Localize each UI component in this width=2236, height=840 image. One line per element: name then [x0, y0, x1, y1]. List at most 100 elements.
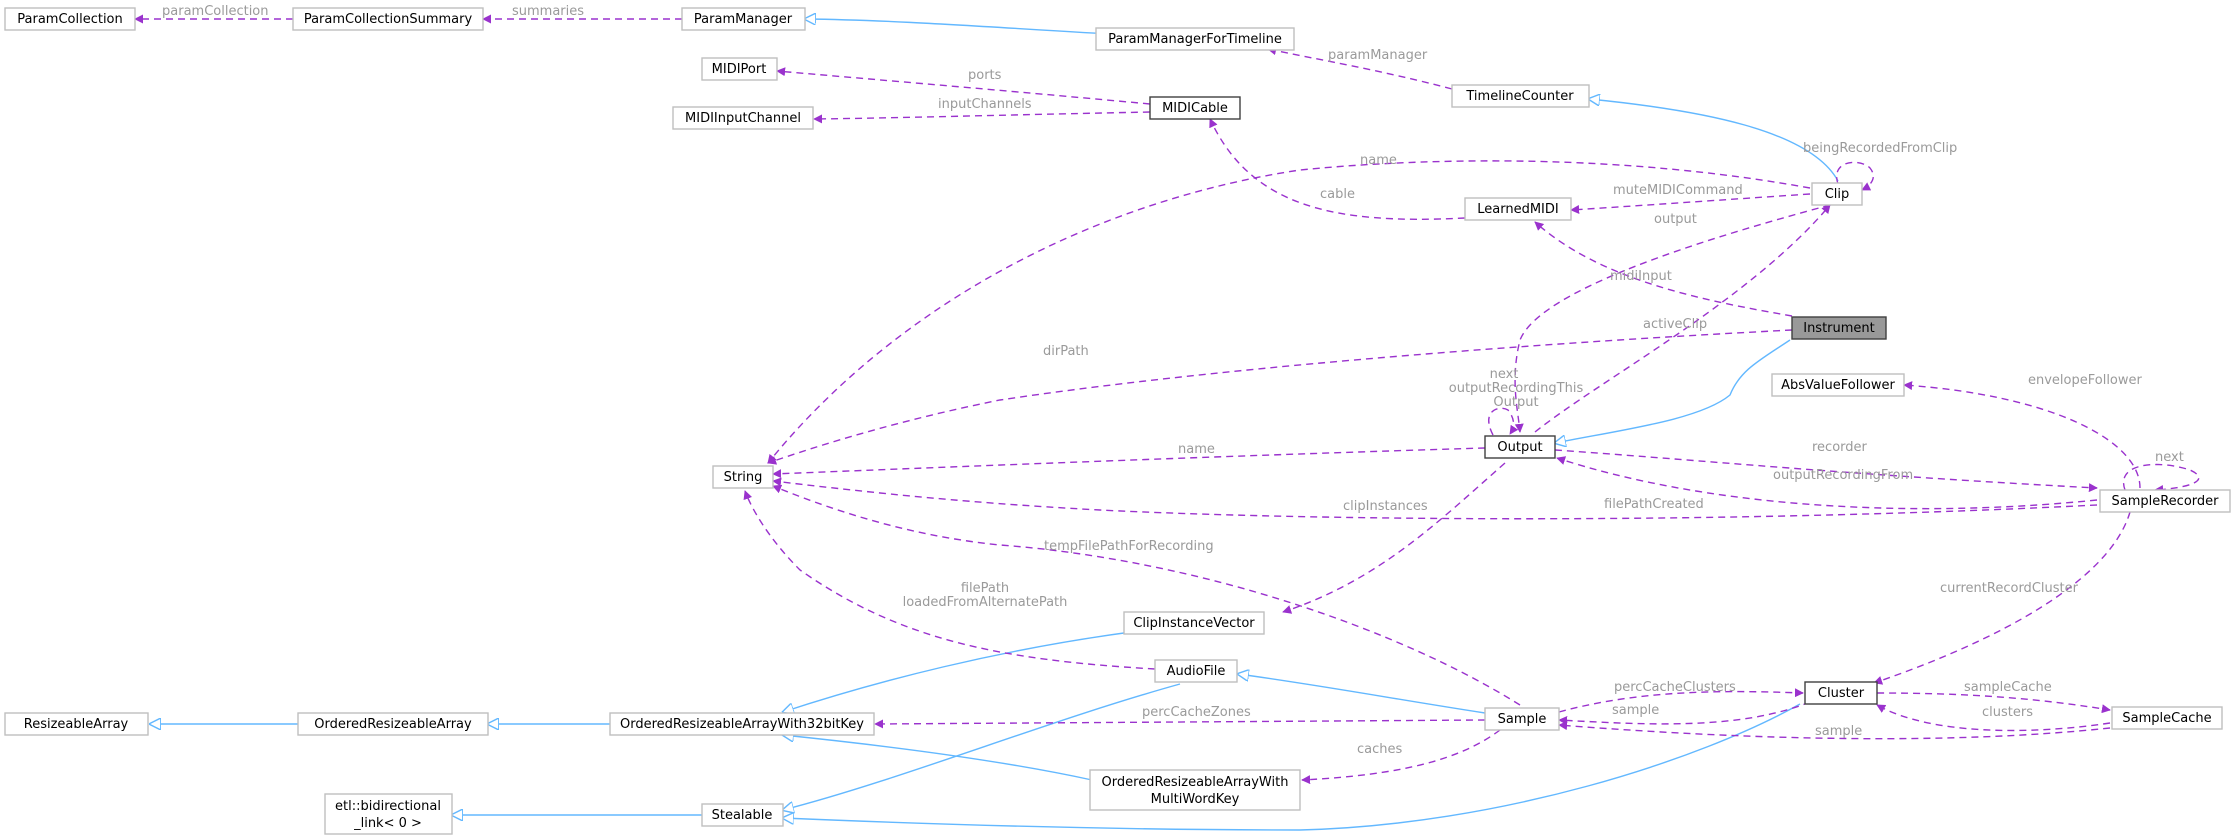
node-instrument[interactable]: Instrument [1791, 316, 1887, 340]
edge-ports [776, 67, 1151, 105]
edge-label-clusters: clusters [1982, 705, 2033, 720]
edge-label-inputchannels: inputChannels [938, 97, 1032, 112]
edge-label-output-self: Output [1493, 395, 1538, 410]
edge-parammanager [1267, 46, 1453, 90]
node-audiofile[interactable]: AudioFile [1154, 659, 1238, 683]
edge-cable [1209, 118, 1466, 220]
edge-label-midiinput: midiInput [1610, 269, 1672, 284]
node-label: OrderedResizeableArrayWith32bitKey [620, 717, 864, 732]
edge-label-clip-name: name [1360, 153, 1397, 168]
node-learnedmidi[interactable]: LearnedMIDI [1464, 197, 1572, 221]
node-samplecache[interactable]: SampleCache [2111, 706, 2223, 730]
edge-label-tempfilepathforrecording: tempFilePathForRecording [1044, 539, 1214, 554]
edge-cluster-stealable [783, 703, 1801, 831]
edge-label-samplerecorder-next: next [2155, 450, 2184, 465]
node-resizeablearray[interactable]: ResizeableArray [4, 712, 149, 736]
node-label: MIDICable [1162, 101, 1228, 116]
edge-outputrecordingfrom [1556, 456, 2098, 510]
node-label: ClipInstanceVector [1133, 616, 1255, 631]
edge-label-envelopefollower: envelopeFollower [2028, 373, 2143, 388]
edge-label-dirpath: dirPath [1043, 344, 1089, 359]
edge-parammanagerfortimeline-parammanager [805, 19, 1129, 36]
node-label: OrderedResizeableArray [314, 717, 472, 732]
node-label-line-2: _link< 0 > [353, 816, 422, 831]
node-sample[interactable]: Sample [1484, 707, 1560, 731]
edge-label-recorder: recorder [1812, 440, 1868, 455]
node-paramcollection[interactable]: ParamCollection [4, 7, 136, 31]
edge-label-perccachezones: percCacheZones [1142, 705, 1251, 720]
edge-label-currentrecordcluster: currentRecordCluster [1940, 581, 2079, 596]
edge-samplecache-sample [1558, 721, 2111, 740]
edge-label-outputrecordingfrom: outputRecordingFrom [1773, 468, 1913, 483]
node-clipinstancevector[interactable]: ClipInstanceVector [1123, 611, 1265, 635]
node-label: Instrument [1803, 321, 1875, 336]
edge-label-output-name: name [1178, 442, 1215, 457]
edge-activeclip [1534, 204, 1831, 433]
node-label-line-2: MultiWordKey [1151, 792, 1240, 807]
edge-label-samplecache: sampleCache [1964, 680, 2052, 695]
edge-label-loadedfromalternatepath: loadedFromAlternatePath [903, 595, 1068, 610]
edge-clip-self [1835, 161, 1874, 191]
node-midicable[interactable]: MIDICable [1149, 96, 1241, 120]
node-label: SampleRecorder [2111, 494, 2219, 509]
node-paramcollectionsummary[interactable]: ParamCollectionSummary [292, 7, 484, 31]
edge-output-name [772, 447, 1486, 479]
edge-clip-name [767, 160, 1811, 464]
node-output[interactable]: Output [1484, 435, 1556, 459]
node-timelinecounter[interactable]: TimelineCounter [1451, 84, 1590, 108]
edge-label-parammanager: paramManager [1328, 48, 1428, 63]
node-parammanager[interactable]: ParamManager [681, 7, 806, 31]
node-samplerecorder[interactable]: SampleRecorder [2099, 489, 2231, 513]
edge-tempfilepathforrecording [772, 484, 1521, 706]
edge-output-self [1488, 407, 1519, 436]
node-label: Cluster [1818, 686, 1865, 701]
node-parammanagerfortimeline[interactable]: ParamManagerForTimeline [1095, 27, 1295, 51]
edge-clipinstancevector-32bitkey [783, 632, 1125, 712]
node-label: ParamManager [694, 12, 793, 27]
node-absvaluefollower[interactable]: AbsValueFollower [1771, 373, 1905, 397]
node-label: TimelineCounter [1465, 89, 1574, 104]
edge-currentrecordcluster [1873, 511, 2131, 685]
edge-label-perccacheclusters: percCacheClusters [1614, 680, 1736, 695]
node-stealable[interactable]: Stealable [701, 803, 784, 827]
edge-mutemidicommand [1570, 193, 1811, 214]
edge-label-clipinstances: clipInstances [1343, 499, 1428, 514]
edge-samplerecorder-self [2122, 463, 2200, 495]
edge-label-caches: caches [1357, 742, 1402, 757]
edge-label-ports: ports [968, 68, 1002, 83]
edge-label-paramcollection: paramCollection [162, 4, 269, 19]
edge-recorder [1554, 449, 2098, 493]
node-label: ParamCollection [17, 12, 123, 27]
edge-label-activeclip: activeClip [1643, 317, 1707, 332]
node-string[interactable]: String [712, 465, 774, 489]
edge-sample-audiofile [1238, 674, 1486, 714]
edge-label-filepath: filePath [961, 581, 1009, 596]
edge-label-cable: cable [1320, 187, 1355, 202]
edge-clusters [1876, 704, 2111, 732]
edge-label-output-next: next [1490, 367, 1519, 382]
node-label: AbsValueFollower [1781, 378, 1895, 393]
edge-caches [1301, 729, 1501, 785]
node-orderedresizeablearraywith32bitkey[interactable]: OrderedResizeableArrayWith32bitKey [609, 712, 875, 736]
edge-audiofile-stealable [783, 683, 1181, 810]
edge-label-outputrecordingthis: outputRecordingThis [1449, 381, 1584, 396]
edge-label-samplecache-sample: sample [1815, 724, 1862, 739]
node-midiinputchannel[interactable]: MIDIInputChannel [672, 106, 814, 130]
node-etl-bidirectional-link[interactable]: etl::bidirectional _link< 0 > [324, 793, 453, 835]
node-clip[interactable]: Clip [1811, 182, 1863, 206]
node-cluster[interactable]: Cluster [1804, 681, 1878, 705]
edge-filepath [743, 490, 1156, 670]
node-midiport[interactable]: MIDIPort [701, 57, 778, 81]
edge-cluster-sample [1558, 701, 1811, 725]
node-label: MIDIInputChannel [685, 111, 801, 126]
edge-dirpath [767, 329, 1793, 465]
edge-midiinput [1534, 221, 1793, 317]
node-orderedresizeablearraywithmultiwordkey[interactable]: OrderedResizeableArrayWith MultiWordKey [1089, 769, 1301, 811]
node-label: ParamCollectionSummary [304, 12, 473, 27]
node-label: LearnedMIDI [1477, 202, 1558, 217]
node-label: String [724, 470, 763, 485]
edge-label-clip-output: output [1654, 212, 1697, 227]
node-orderedresizeablearray[interactable]: OrderedResizeableArray [297, 712, 489, 736]
node-label-line-1: etl::bidirectional [335, 799, 441, 814]
node-label: SampleCache [2122, 711, 2211, 726]
